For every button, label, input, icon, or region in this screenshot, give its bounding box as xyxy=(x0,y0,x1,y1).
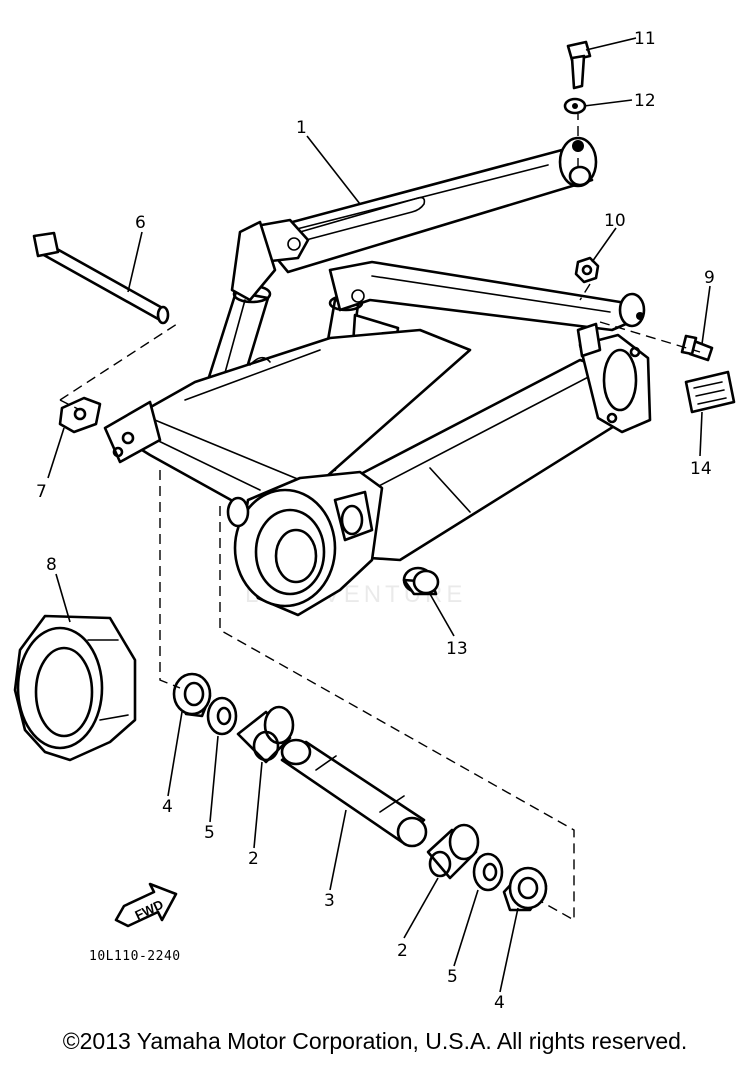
callout-2-left: 2 xyxy=(248,849,259,869)
part-3-collar xyxy=(280,738,428,848)
part-11-bolt xyxy=(566,40,592,90)
part-4-oil-seal-left xyxy=(172,672,212,718)
callout-7: 7 xyxy=(36,482,47,502)
part-1-swingarm xyxy=(103,136,652,617)
part-10-nut xyxy=(574,256,600,284)
part-6-pivot-shaft xyxy=(32,231,170,325)
callout-14: 14 xyxy=(690,459,712,479)
diagram-code: 10L110-2240 xyxy=(89,949,181,964)
callout-4-right: 4 xyxy=(494,993,505,1013)
part-9-bolt xyxy=(680,334,714,362)
callout-4-left: 4 xyxy=(162,797,173,817)
callout-1: 1 xyxy=(296,118,307,138)
callout-6: 6 xyxy=(135,213,146,233)
forward-arrow: FWD xyxy=(114,882,178,928)
callout-8: 8 xyxy=(46,555,57,575)
callout-10: 10 xyxy=(604,211,626,231)
part-4-oil-seal-right xyxy=(502,866,548,912)
part-7-plate xyxy=(58,396,102,434)
callout-11: 11 xyxy=(634,29,656,49)
callout-9: 9 xyxy=(704,268,715,288)
part-12-nut xyxy=(563,97,587,115)
callout-2-right: 2 xyxy=(397,941,408,961)
copyright-notice: ©2013 Yamaha Motor Corporation, U.S.A. A… xyxy=(62,1028,688,1054)
callout-13: 13 xyxy=(446,639,468,659)
callout-numbers: 1 6 7 8 9 10 11 12 13 14 4 5 2 3 2 5 4 xyxy=(36,29,715,1013)
part-5-washer-left xyxy=(206,696,238,736)
assembly-guide-lines xyxy=(59,114,701,922)
callout-leaders xyxy=(47,37,711,993)
part-8-dust-cover xyxy=(13,614,137,762)
callout-5-right: 5 xyxy=(447,967,458,987)
part-14-label xyxy=(684,370,736,414)
part-5-washer-right xyxy=(472,852,504,892)
part-2-bearing-left xyxy=(236,705,295,764)
callout-5-left: 5 xyxy=(204,823,215,843)
callout-3: 3 xyxy=(324,891,335,911)
part-2-bearing-right xyxy=(426,823,480,880)
part-13-cap xyxy=(402,566,440,596)
callout-12: 12 xyxy=(634,91,656,111)
